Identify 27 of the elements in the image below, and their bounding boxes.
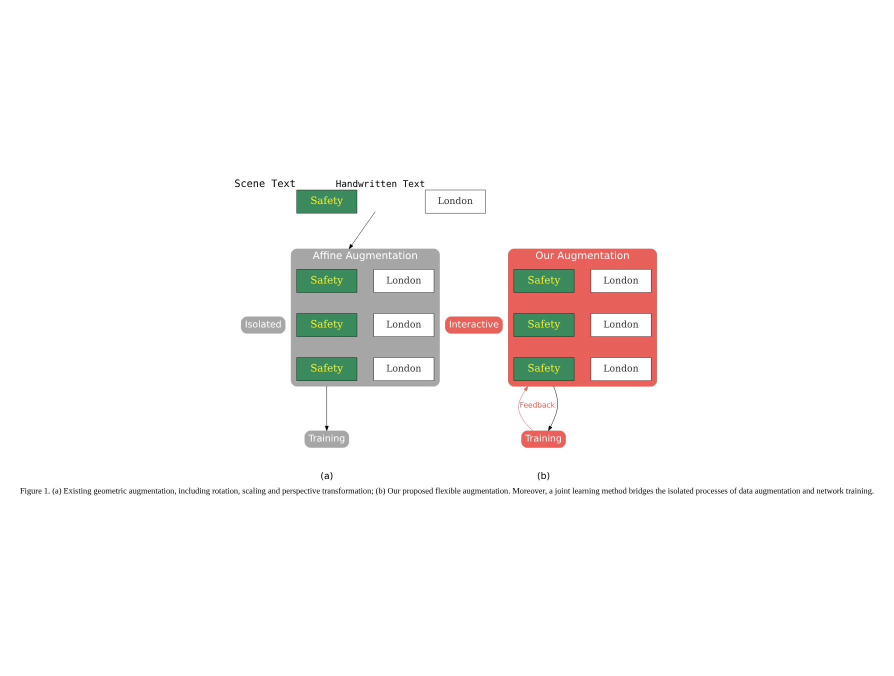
- label: (b): [536, 470, 550, 482]
- node-box: Interactive: [445, 316, 503, 334]
- node-box: London: [590, 312, 652, 336]
- arrow: [324, 386, 329, 430]
- node-box: London: [590, 268, 652, 292]
- label: (a): [320, 470, 334, 482]
- node-box: Safety: [296, 189, 358, 213]
- node-box: Safety: [296, 268, 358, 292]
- arrow: [348, 210, 376, 249]
- node-box: London: [373, 356, 434, 380]
- node-box: Training: [304, 430, 350, 448]
- node-box: Safety: [514, 268, 574, 292]
- node-label: Scene Text: [234, 178, 296, 190]
- node-box: Safety: [514, 356, 574, 380]
- arrow: [548, 386, 558, 430]
- node-box: London: [590, 356, 652, 380]
- node-label: Handwritten Text: [336, 178, 426, 190]
- arrow: [518, 386, 534, 431]
- node-box: Safety: [296, 312, 358, 336]
- node-box: London: [424, 189, 486, 213]
- node-box: Training: [521, 430, 566, 448]
- node-box: Safety: [514, 312, 574, 336]
- node-box: Safety: [296, 356, 358, 380]
- caption: Figure 1. (a) Existing geometric augmentation, including rotation, scaling and perspective transformation; (b) Our proposed flexible augmentation. Moreover, a joint learning method bridges the isolated processes of data augmentation and network training.: [20, 486, 874, 496]
- node-box: London: [373, 312, 434, 336]
- node-box: Isolated: [240, 316, 286, 334]
- node-box: London: [373, 268, 434, 292]
